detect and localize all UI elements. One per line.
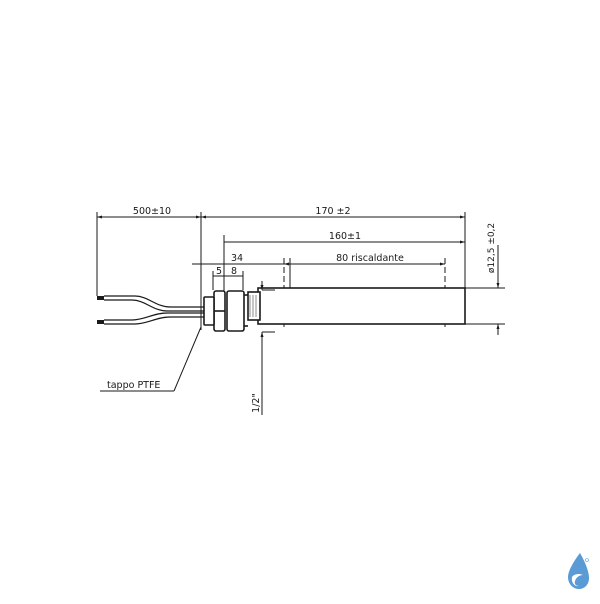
cable-length-dimension — [96, 212, 201, 296]
total-length-label: 170 ±2 — [315, 206, 350, 217]
hex-width-label: 8 — [231, 266, 237, 277]
diameter-dimension — [465, 245, 505, 335]
thread-size-label: 1/2" — [251, 393, 262, 413]
threaded-fitting — [203, 290, 261, 332]
diameter-label: ø12,5 ±0,2 — [487, 223, 497, 273]
ptfe-cap-label: tappo PTFE — [107, 380, 160, 391]
ptfe-cap-leader — [100, 326, 202, 392]
thread-size-dimension — [260, 281, 275, 415]
tube-length-label: 160±1 — [329, 231, 361, 242]
cable-wires — [97, 295, 204, 325]
heating-zone-label: 80 riscaldante — [336, 253, 404, 264]
water-drop-logo — [558, 550, 592, 592]
nut-width-label: 5 — [216, 266, 222, 277]
total-length-dimension — [200, 212, 466, 330]
thread-span-label: 34 — [231, 253, 243, 264]
cable-length-label: 500±10 — [133, 206, 171, 217]
heating-tube — [257, 287, 466, 325]
nut-hex-dimensions — [212, 271, 244, 290]
